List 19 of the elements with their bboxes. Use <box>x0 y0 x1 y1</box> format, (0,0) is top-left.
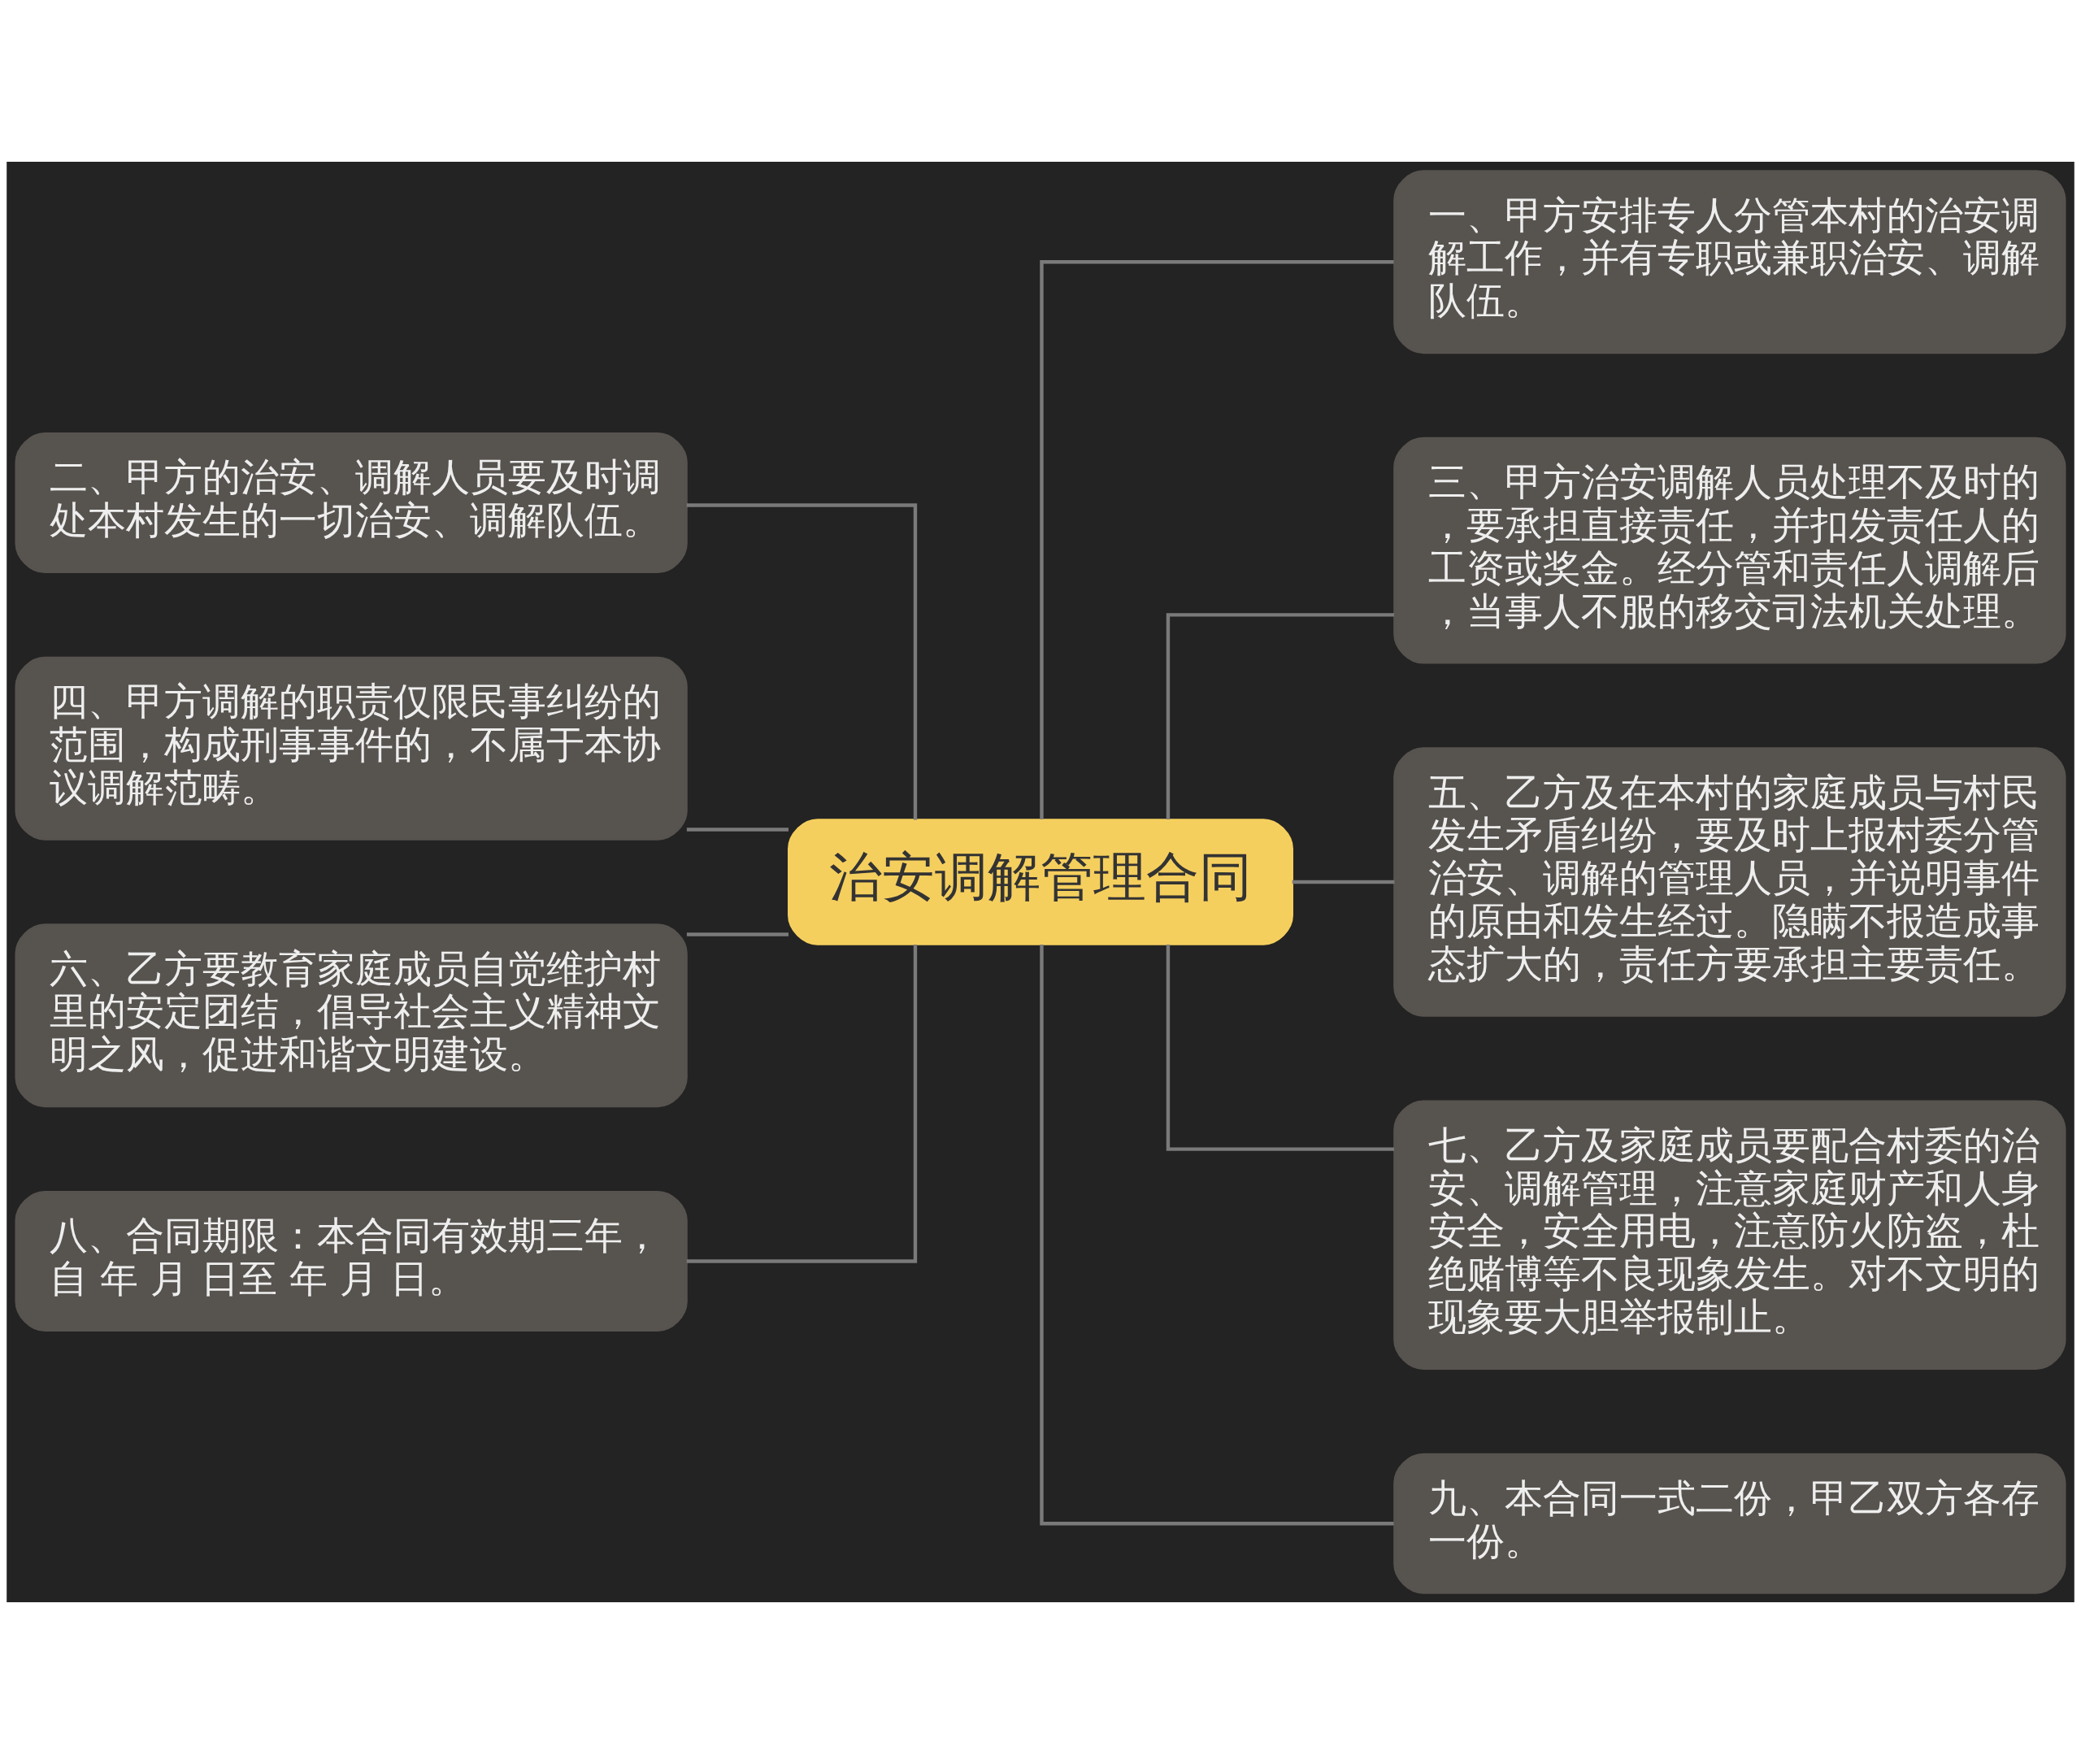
node-box: 四、甲方调解的职责仅限民事纠纷的范围，构成刑事事件的，不属于本协议调解范畴。 <box>15 656 688 841</box>
connector <box>686 932 789 936</box>
connector <box>1040 945 1394 1526</box>
connector <box>1040 260 1394 819</box>
node-box: 一、甲方安排专人分管本村的治安调解工作，并有专职或兼职治安、调解队伍。 <box>1393 170 2066 354</box>
connector <box>686 945 918 1263</box>
node-box: 九、本合同一式二份，甲乙双方各存一份。 <box>1393 1453 2066 1594</box>
node-box: 六、乙方要教育家庭成员自觉维护村里的安定团结，倡导社会主义精神文明之风，促进和谐文明建设。 <box>15 923 688 1108</box>
connector <box>1292 880 1395 884</box>
node-box: 二、甲方的治安、调解人员要及时调处本村发生的一切治安、调解队伍。 <box>15 432 688 574</box>
connector <box>686 503 918 820</box>
node-box: 三、甲方治安调解人员处理不及时的，要承担直接责任，并扣发责任人的工资或奖金。经分管和责任人调解后，当事人不服的移交司法机关处理。 <box>1393 437 2066 664</box>
node-box: 七、乙方及家庭成员要配合村委的治安、调解管理，注意家庭财产和人身安全，安全用电，注意防火防盗，杜绝赌博等不良现象发生。对不文明的现象要大胆举报制止。 <box>1393 1100 2066 1370</box>
connector <box>1166 945 1394 1151</box>
connector <box>1166 613 1394 819</box>
node-box: 治安调解管理合同 <box>788 819 1293 945</box>
connector <box>686 828 789 832</box>
node-box: 八、合同期限：本合同有效期三年，自 年 月 日至 年 月 日。 <box>15 1190 688 1332</box>
node-box: 五、乙方及在本村的家庭成员与村民发生矛盾纠纷，要及时上报村委分管治安、调解的管理人员，并说明事件的原由和发生经过。隐瞒不报造成事态扩大的，责任方要承担主要责任。 <box>1393 747 2066 1017</box>
